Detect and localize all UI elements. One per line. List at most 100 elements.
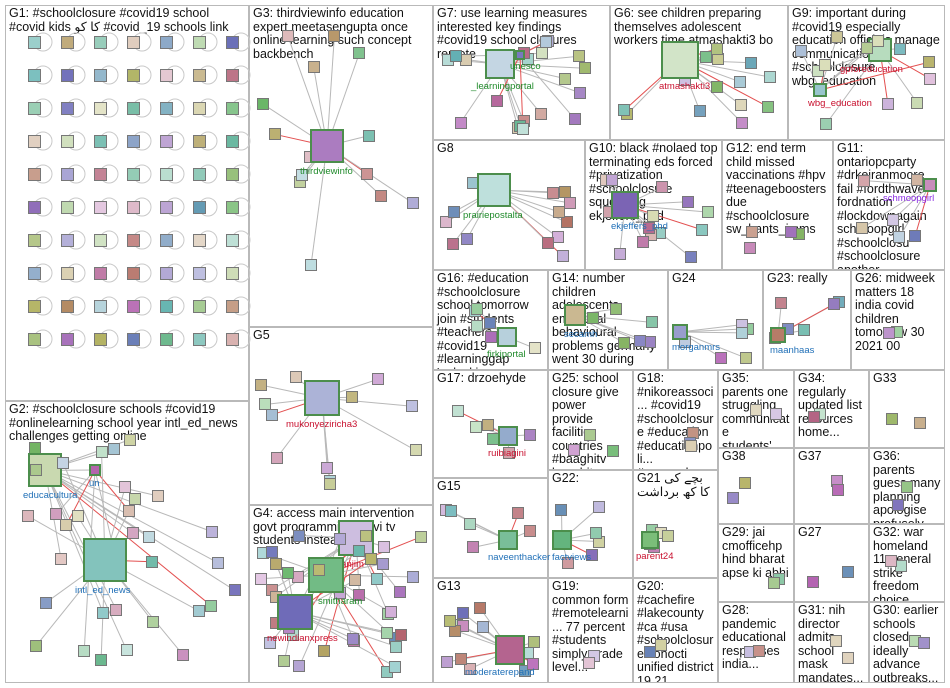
- node[interactable]: [841, 651, 854, 664]
- hub-node[interactable]: [770, 327, 786, 343]
- node[interactable]: [483, 317, 496, 330]
- node[interactable]: [126, 68, 140, 82]
- node[interactable]: [293, 659, 306, 672]
- hub-node[interactable]: [641, 531, 659, 549]
- node[interactable]: [159, 200, 173, 214]
- node[interactable]: [93, 266, 107, 280]
- node[interactable]: [289, 371, 302, 384]
- node[interactable]: [470, 303, 483, 316]
- node[interactable]: [22, 510, 35, 523]
- hub-node[interactable]: [515, 50, 525, 60]
- node[interactable]: [860, 41, 873, 54]
- hub-node[interactable]: [552, 530, 572, 550]
- node[interactable]: [711, 80, 724, 93]
- node[interactable]: [27, 233, 41, 247]
- node[interactable]: [78, 644, 91, 657]
- node[interactable]: [107, 443, 120, 456]
- node[interactable]: [855, 222, 868, 235]
- node[interactable]: [27, 35, 41, 49]
- node[interactable]: [334, 533, 347, 546]
- node[interactable]: [93, 200, 107, 214]
- node[interactable]: [353, 46, 366, 59]
- node[interactable]: [159, 101, 173, 115]
- node[interactable]: [205, 525, 218, 538]
- node[interactable]: [93, 332, 107, 346]
- node[interactable]: [55, 552, 68, 565]
- hub-node[interactable]: [661, 41, 699, 79]
- node[interactable]: [454, 652, 467, 665]
- node[interactable]: [750, 404, 763, 417]
- node[interactable]: [516, 122, 529, 135]
- node[interactable]: [477, 621, 490, 634]
- node[interactable]: [546, 186, 559, 199]
- node[interactable]: [523, 525, 536, 538]
- node[interactable]: [917, 636, 930, 649]
- node[interactable]: [573, 86, 586, 99]
- node[interactable]: [258, 398, 271, 411]
- node[interactable]: [93, 233, 107, 247]
- node[interactable]: [607, 445, 620, 458]
- node[interactable]: [460, 233, 473, 246]
- node[interactable]: [893, 231, 906, 244]
- node[interactable]: [795, 45, 808, 58]
- node[interactable]: [762, 100, 775, 113]
- node[interactable]: [445, 505, 457, 518]
- node[interactable]: [828, 297, 841, 310]
- node[interactable]: [60, 266, 74, 280]
- node[interactable]: [176, 648, 189, 661]
- node[interactable]: [381, 627, 394, 640]
- node[interactable]: [375, 189, 388, 202]
- node[interactable]: [829, 635, 842, 648]
- hub-node[interactable]: [564, 304, 586, 326]
- node[interactable]: [27, 134, 41, 148]
- node[interactable]: [323, 478, 336, 491]
- node[interactable]: [528, 635, 541, 648]
- node[interactable]: [225, 101, 239, 115]
- node[interactable]: [441, 656, 454, 669]
- node[interactable]: [225, 332, 239, 346]
- hub-node[interactable]: [672, 324, 688, 340]
- node[interactable]: [385, 606, 398, 619]
- hub-node[interactable]: [485, 49, 515, 79]
- node[interactable]: [502, 447, 515, 460]
- node[interactable]: [715, 351, 728, 364]
- node[interactable]: [60, 200, 74, 214]
- node[interactable]: [745, 56, 758, 69]
- hub-node[interactable]: [310, 129, 344, 163]
- hub-node[interactable]: [497, 327, 517, 347]
- node[interactable]: [312, 563, 325, 576]
- node[interactable]: [767, 577, 780, 590]
- node[interactable]: [95, 446, 108, 459]
- node[interactable]: [192, 233, 206, 247]
- node[interactable]: [212, 556, 225, 569]
- node[interactable]: [93, 167, 107, 181]
- node[interactable]: [151, 489, 164, 502]
- hub-node[interactable]: [498, 426, 518, 446]
- node[interactable]: [347, 632, 360, 645]
- node[interactable]: [637, 235, 650, 248]
- node[interactable]: [353, 588, 366, 601]
- node[interactable]: [881, 98, 894, 111]
- node[interactable]: [740, 352, 753, 365]
- node[interactable]: [123, 505, 136, 517]
- node[interactable]: [278, 654, 291, 667]
- node[interactable]: [255, 572, 268, 585]
- node[interactable]: [536, 46, 549, 59]
- node[interactable]: [911, 96, 924, 109]
- hub-node[interactable]: [498, 530, 518, 550]
- node[interactable]: [370, 573, 383, 586]
- node[interactable]: [126, 266, 140, 280]
- node[interactable]: [225, 299, 239, 313]
- node[interactable]: [474, 602, 487, 615]
- node[interactable]: [126, 200, 140, 214]
- node[interactable]: [60, 332, 74, 346]
- node[interactable]: [192, 266, 206, 280]
- node[interactable]: [264, 637, 277, 650]
- node[interactable]: [225, 200, 239, 214]
- node[interactable]: [406, 400, 419, 413]
- node[interactable]: [60, 233, 74, 247]
- node[interactable]: [486, 433, 499, 446]
- node[interactable]: [93, 101, 107, 115]
- node[interactable]: [569, 113, 582, 126]
- node[interactable]: [605, 173, 618, 186]
